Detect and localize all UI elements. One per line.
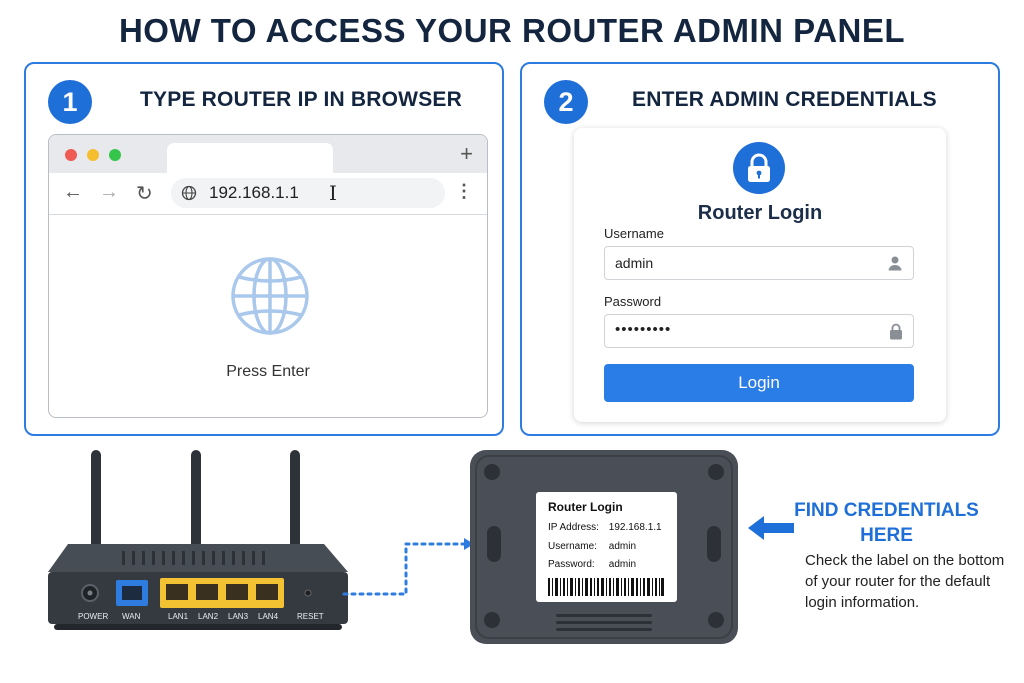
url-text: 192.168.1.1 [209,183,299,202]
login-card-title: Router Login [697,202,823,224]
maximize-window-dot[interactable] [109,149,121,161]
page-title: HOW TO ACCESS YOUR ROUTER ADMIN PANEL [118,12,906,49]
username-input[interactable]: admin [604,246,914,280]
reset-button [304,589,312,597]
login-card: Router Login Username admin Password •••… [574,128,946,422]
username-value: admin [615,255,654,271]
lock-icon [748,153,770,182]
find-credentials-text: Check the label on the bottom of your ro… [805,552,1005,611]
sticker-ip-key: IP Address: [548,522,599,533]
port-label-wan: WAN [122,612,141,621]
password-label: Password [604,294,662,309]
port-label-lan1: LAN1 [168,612,189,621]
router-bottom-view: Router Login IP Address: 192.168.1.1 Use… [470,450,738,644]
menu-kebab-icon[interactable]: ⋮ [455,181,473,201]
port-label-lan3: LAN3 [228,612,249,621]
browser-tab[interactable] [167,143,333,174]
step1-title: TYPE ROUTER IP IN BROWSER [140,88,462,111]
left-arrow-icon [748,516,794,540]
step2-number-badge: 2 [544,80,588,124]
minimize-window-dot[interactable] [87,149,99,161]
padlock-icon [890,323,902,340]
address-bar[interactable]: 192.168.1.1 I ☆ [171,178,445,208]
large-globe-icon [231,257,309,335]
credentials-label-sticker: Router Login IP Address: 192.168.1.1 Use… [536,492,677,602]
antenna-middle [191,450,201,558]
close-window-dot[interactable] [65,149,77,161]
port-label-lan4: LAN4 [258,612,279,621]
globe-icon [181,185,197,201]
sticker-title: Router Login [548,500,623,514]
sticker-password-row: Password: admin [548,559,636,570]
new-tab-icon[interactable]: + [460,141,473,166]
port-label-power: POWER [78,612,109,621]
browser-tab-bar: + [49,135,487,174]
browser-window: + ← → ↻ 192.168.1.1 I ☆ ⋮ [48,134,488,418]
forward-arrow-icon[interactable]: → [99,181,119,203]
sticker-username-row: Username: admin [548,541,636,552]
back-arrow-icon[interactable]: ← [63,181,83,203]
password-value: ••••••••• [615,321,672,338]
port-label-reset: RESET [297,612,324,621]
step2-title: ENTER ADMIN CREDENTIALS [632,88,937,111]
browser-toolbar: ← → ↻ 192.168.1.1 I ☆ ⋮ [49,173,487,215]
router-illustration [48,450,348,630]
lan-ports [160,578,284,608]
lock-badge [733,142,785,194]
password-input[interactable]: ••••••••• [604,314,914,348]
dotted-connector-arrow [342,538,474,596]
text-cursor-icon: I [329,181,337,205]
step1-number-badge: 1 [48,80,92,124]
login-button[interactable]: Login [604,364,914,402]
press-enter-text: Press Enter [226,363,310,380]
sticker-password-value: admin [608,559,637,570]
antenna-right [290,450,300,558]
find-credentials-title: FIND CREDENTIALS HERE [794,500,979,546]
step2-panel: 2 ENTER ADMIN CREDENTIALS Router Login U… [520,62,1000,436]
sticker-ip-row: IP Address: 192.168.1.1 [548,522,662,533]
router-bottom-details [475,455,733,639]
antenna-left [91,450,101,558]
sticker-username-key: Username: [548,541,597,552]
sticker-password-key: Password: [548,559,595,570]
user-icon [888,256,902,271]
username-label: Username [604,226,664,241]
reload-icon[interactable]: ↻ [136,183,153,205]
port-label-lan2: LAN2 [198,612,219,621]
step1-panel: 1 TYPE ROUTER IP IN BROWSER + ← → ↻ 192.… [24,62,504,436]
sticker-username-value: admin [608,541,637,552]
sticker-ip-value: 192.168.1.1 [608,522,662,533]
barcode-icon [548,578,664,596]
